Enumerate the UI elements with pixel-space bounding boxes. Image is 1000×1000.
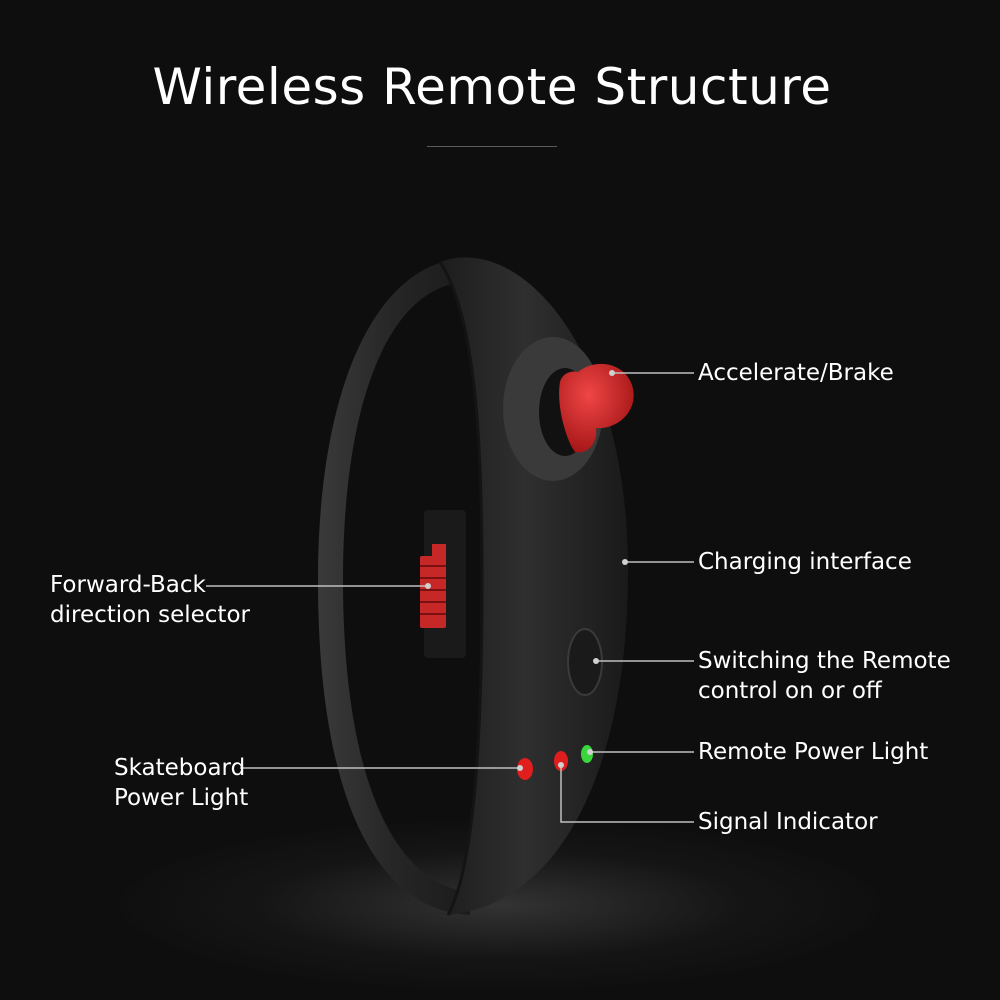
dot-remote-power — [587, 749, 593, 755]
leader-signal — [560, 765, 694, 823]
remote-body-edge — [438, 261, 484, 916]
forward-back-selector — [420, 544, 446, 628]
power-switch-button — [567, 628, 603, 696]
label-skateboard-line2: Power Light — [114, 785, 249, 811]
dot-skateboard — [517, 765, 523, 771]
dot-accelerate — [609, 370, 615, 376]
dot-charging — [622, 559, 628, 565]
wrist-strap — [318, 258, 470, 915]
label-switching-line1: Switching the Remote — [698, 648, 951, 674]
label-forward-back-line1: Forward-Back — [50, 572, 206, 598]
label-accelerate-brake: Accelerate/Brake — [698, 360, 894, 386]
label-switching-line2: control on or off — [698, 678, 882, 704]
label-switching-remote: Switching the Remote control on or off — [698, 646, 951, 706]
label-forward-back-selector: Forward-Back direction selector — [50, 570, 250, 630]
label-forward-back-line2: direction selector — [50, 602, 250, 628]
label-skateboard-line1: Skateboard — [114, 755, 246, 781]
label-skateboard-power-light: Skateboard Power Light — [114, 753, 248, 813]
dot-signal — [558, 762, 564, 768]
label-remote-power-light: Remote Power Light — [698, 739, 929, 765]
title-divider — [427, 146, 557, 147]
skateboard-power-led — [517, 758, 533, 780]
accelerate-brake-trigger — [559, 363, 634, 453]
dot-forward-back — [425, 583, 431, 589]
label-charging-interface: Charging interface — [698, 549, 912, 575]
label-signal-indicator: Signal Indicator — [698, 809, 878, 835]
dot-switching — [593, 658, 599, 664]
page-title: Wireless Remote Structure — [152, 58, 832, 116]
signal-indicator-led — [554, 751, 568, 771]
